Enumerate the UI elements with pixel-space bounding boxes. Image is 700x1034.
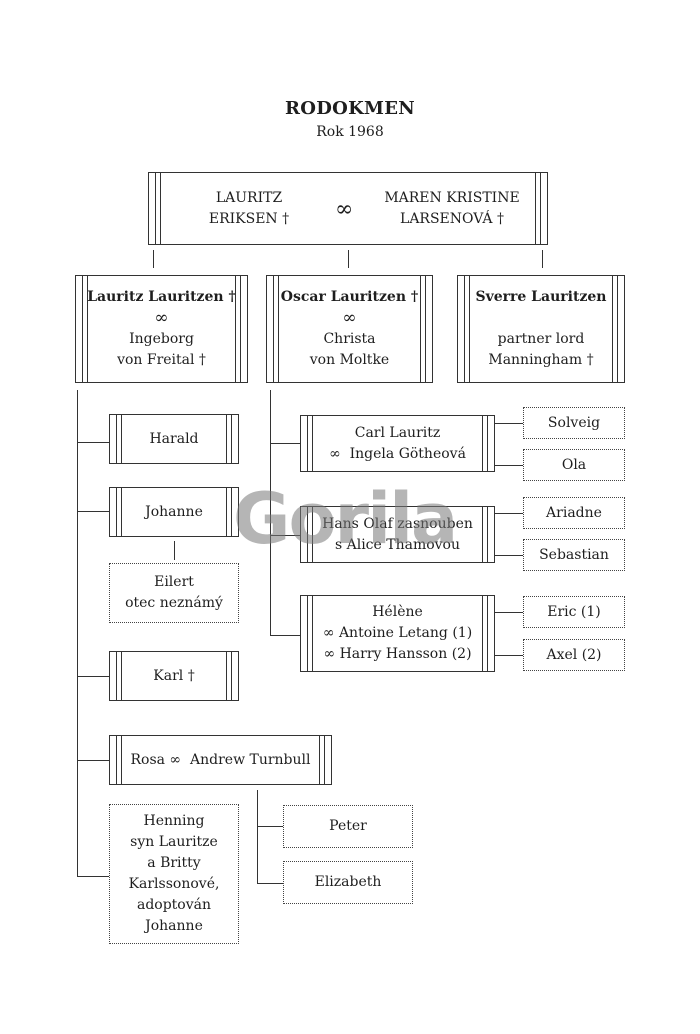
person-oscar-lauritzen: Oscar Lauritzen † ∞ Christa von Moltke [266,275,433,383]
person-axel: Axel (2) [523,639,625,671]
person-name: Lauritz Lauritzen † [87,289,236,305]
root-couple-box: LAURITZ ERIKSEN † ∞ MAREN KRISTINE LARSE… [148,172,548,245]
person-johanne: Johanne [109,487,239,537]
person-elizabeth: Elizabeth [283,861,413,904]
root-wife-line2: LARSENOVÁ † [400,210,504,227]
spouse-line: ∞ Harry Hansson (2) [323,646,472,662]
spouse-line2: von Moltke [309,352,390,368]
watermark-logo: Gorila [233,478,458,560]
spouse-line1: Ingeborg [129,331,194,347]
person-sverre-lauritzen: Sverre Lauritzen partner lord Manningham… [457,275,625,383]
person-carl-lauritz: Carl Lauritz ∞ Ingela Götheová [300,415,495,472]
person-eilert: Eilert otec neznámý [109,563,239,623]
partner-line2: Manningham † [488,352,594,368]
root-wife-line1: MAREN KRISTINE [384,189,520,206]
person-name: Ola [561,456,587,473]
person-ariadne: Ariadne [523,497,625,529]
person-henning: Henning syn Lauritze a Britty Karlssonov… [109,804,239,944]
spouse-line1: Christa [323,331,376,347]
person-name: Rosa ∞ Andrew Turnbull [130,751,311,768]
person-hans-olaf: Hans Olaf zasnouben s Alice Thamovou [300,506,495,563]
person-name: Sverre Lauritzen [475,289,607,305]
person-lauritz-lauritzen: Lauritz Lauritzen † ∞ Ingeborg von Freit… [75,275,248,383]
person-name: Hélène [372,604,423,620]
henning-line: Johanne [145,918,203,934]
page-subtitle: Rok 1968 [316,124,384,140]
root-husband-line1: LAURITZ [215,189,283,206]
person-name: Harald [149,430,199,447]
henning-line: adoptován [136,897,212,913]
spouse-line2: von Freital † [117,352,206,368]
person-name: Peter [329,818,367,834]
henning-line: a Britty [147,855,201,871]
person-name: Axel (2) [546,646,602,663]
henning-line: Henning [143,813,205,829]
person-name: Johanne [145,503,203,520]
person-name: Hans Olaf zasnouben [322,515,473,532]
person-note: otec neznámý [125,595,223,611]
person-name: Ariadne [546,504,602,521]
person-name: Carl Lauritz [354,424,441,441]
marriage-symbol: ∞ [335,197,354,222]
fiancee-line: s Alice Thamovou [334,536,461,553]
root-husband-line2: ERIKSEN † [208,210,290,227]
person-name: Sebastian [539,546,609,563]
spouse-line: ∞ Antoine Letang (1) [322,625,473,641]
partner-line1: partner lord [497,331,585,347]
person-harald: Harald [109,414,239,464]
person-name: Eric (1) [547,603,601,620]
page-title: RODOKMEN [284,98,416,119]
person-peter: Peter [283,805,413,848]
person-name: Solveig [547,414,601,431]
person-ola: Ola [523,449,625,481]
henning-line: syn Lauritze [130,834,218,850]
marriage-symbol: ∞ [154,308,169,328]
person-name: Karl † [153,667,195,684]
person-solveig: Solveig [523,407,625,439]
marriage-symbol: ∞ [342,308,357,328]
person-name: Oscar Lauritzen † [280,289,419,305]
person-name: Eilert [154,574,194,590]
person-karl: Karl † [109,651,239,701]
person-rosa: Rosa ∞ Andrew Turnbull [109,735,332,785]
person-helene: Hélène ∞ Antoine Letang (1) ∞ Harry Hans… [300,595,495,672]
person-name: Elizabeth [314,874,382,890]
person-eric: Eric (1) [523,596,625,628]
spouse-line: ∞ Ingela Götheová [329,445,466,462]
henning-line: Karlssonové, [128,876,220,892]
person-sebastian: Sebastian [523,539,625,571]
